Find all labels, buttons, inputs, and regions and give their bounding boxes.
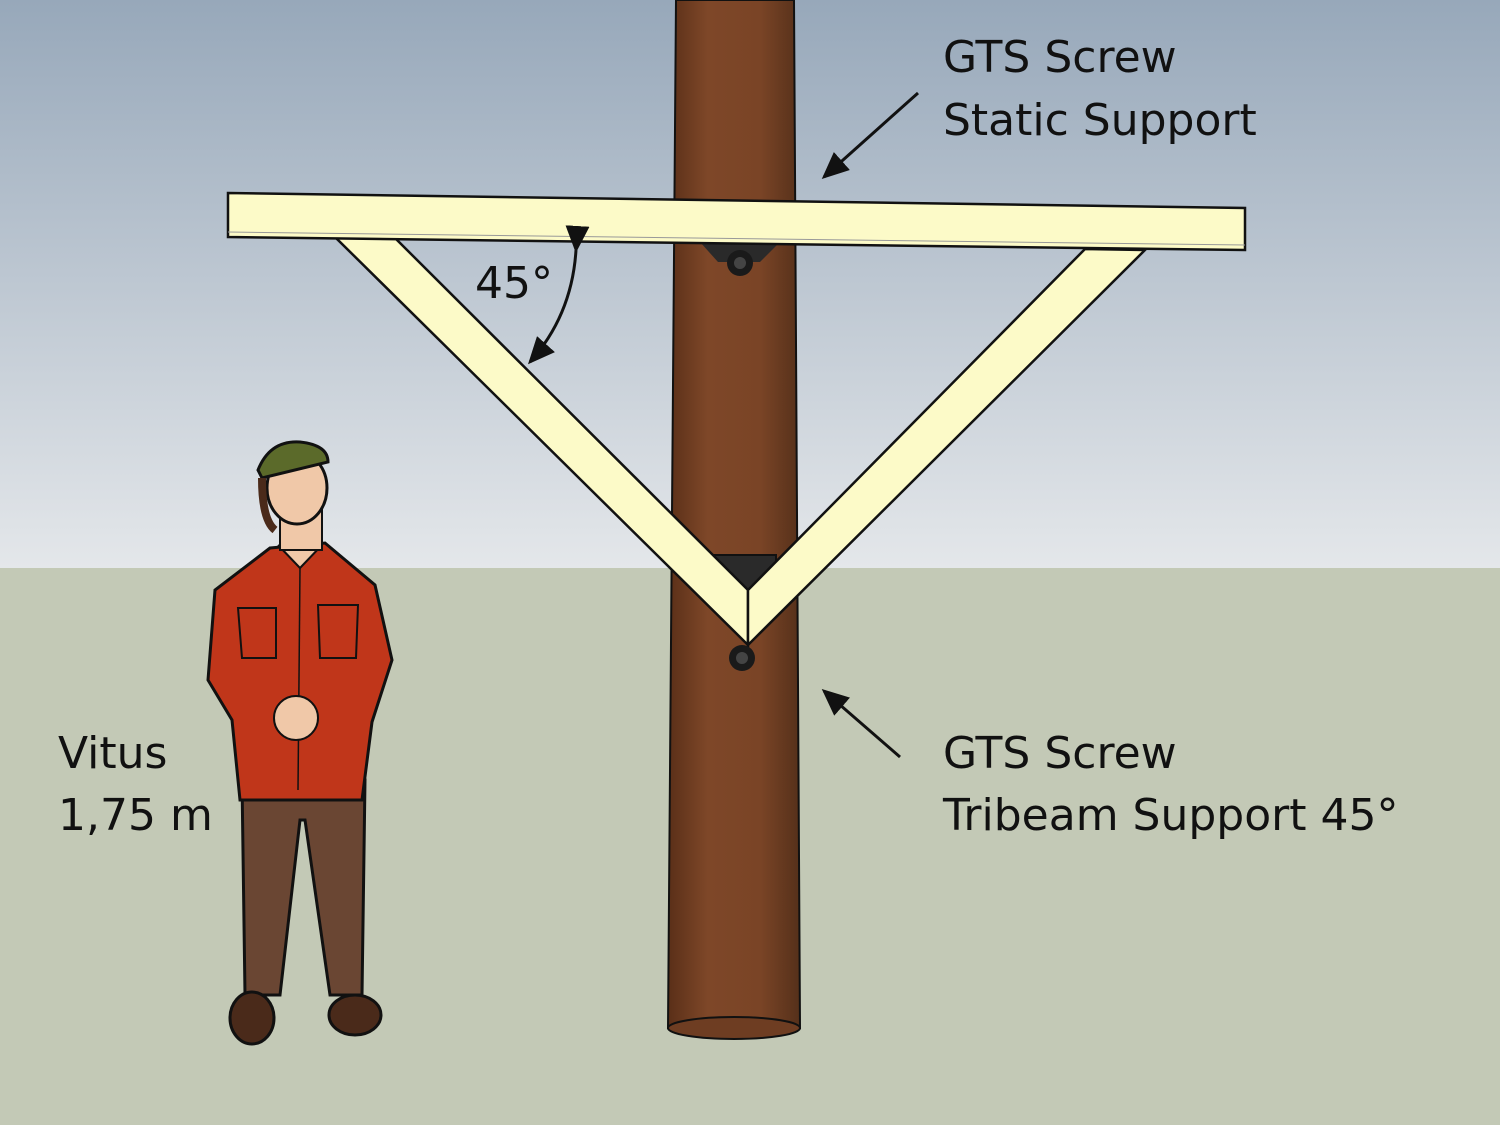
screw-icon-static [727,250,753,276]
tree-trunk [666,0,802,1040]
screw-icon-tribeam [729,645,755,671]
person-figure [206,440,394,1046]
label-tribeam-line1: GTS Screw [943,728,1177,779]
person-label: Vitus 1,75 m [58,728,213,841]
angle-arc-arrow [528,225,590,365]
person-height: 1,75 m [58,790,213,841]
horizontal-beam [226,191,1247,252]
label-static-line1: GTS Screw [943,32,1177,83]
arrow-static-support [821,91,919,179]
arrow-tribeam-support [821,689,901,759]
person-name: Vitus [58,728,167,779]
label-static-support: GTS Screw Static Support [943,32,1257,146]
angle-label: 45° [475,258,553,309]
label-static-line2: Static Support [943,95,1257,146]
label-tribeam-line2: Tribeam Support 45° [942,790,1398,841]
label-tribeam-support: GTS Screw Tribeam Support 45° [942,728,1398,841]
